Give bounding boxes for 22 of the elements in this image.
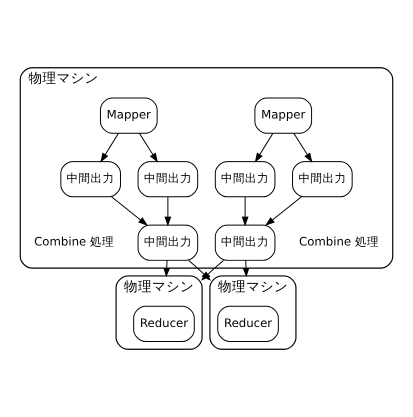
arrow: [164, 196, 172, 226]
arrow: [163, 260, 170, 278]
node-box: 中間出力: [60, 161, 121, 198]
node-box: 中間出力: [292, 161, 353, 198]
arrow: [254, 132, 274, 163]
arrow: [111, 196, 148, 226]
arrow: [242, 260, 250, 278]
node-label: Combine 処理: [34, 234, 114, 249]
node-box: Reducer: [217, 306, 279, 342]
arrow: [138, 132, 158, 163]
arrow: [293, 132, 312, 163]
node-box: Reducer: [133, 306, 195, 342]
node-box: 中間出力: [138, 161, 198, 198]
node-box: Mapper: [100, 98, 158, 134]
node-box: Mapper: [254, 98, 312, 134]
arrow: [100, 132, 119, 163]
arrow: [265, 196, 302, 226]
node-box: 中間出力: [214, 161, 276, 198]
node-box: 中間出力: [214, 224, 276, 261]
node-label: Combine 処理: [299, 234, 379, 249]
arrow: [242, 196, 249, 226]
node-box: 中間出力: [138, 224, 198, 261]
